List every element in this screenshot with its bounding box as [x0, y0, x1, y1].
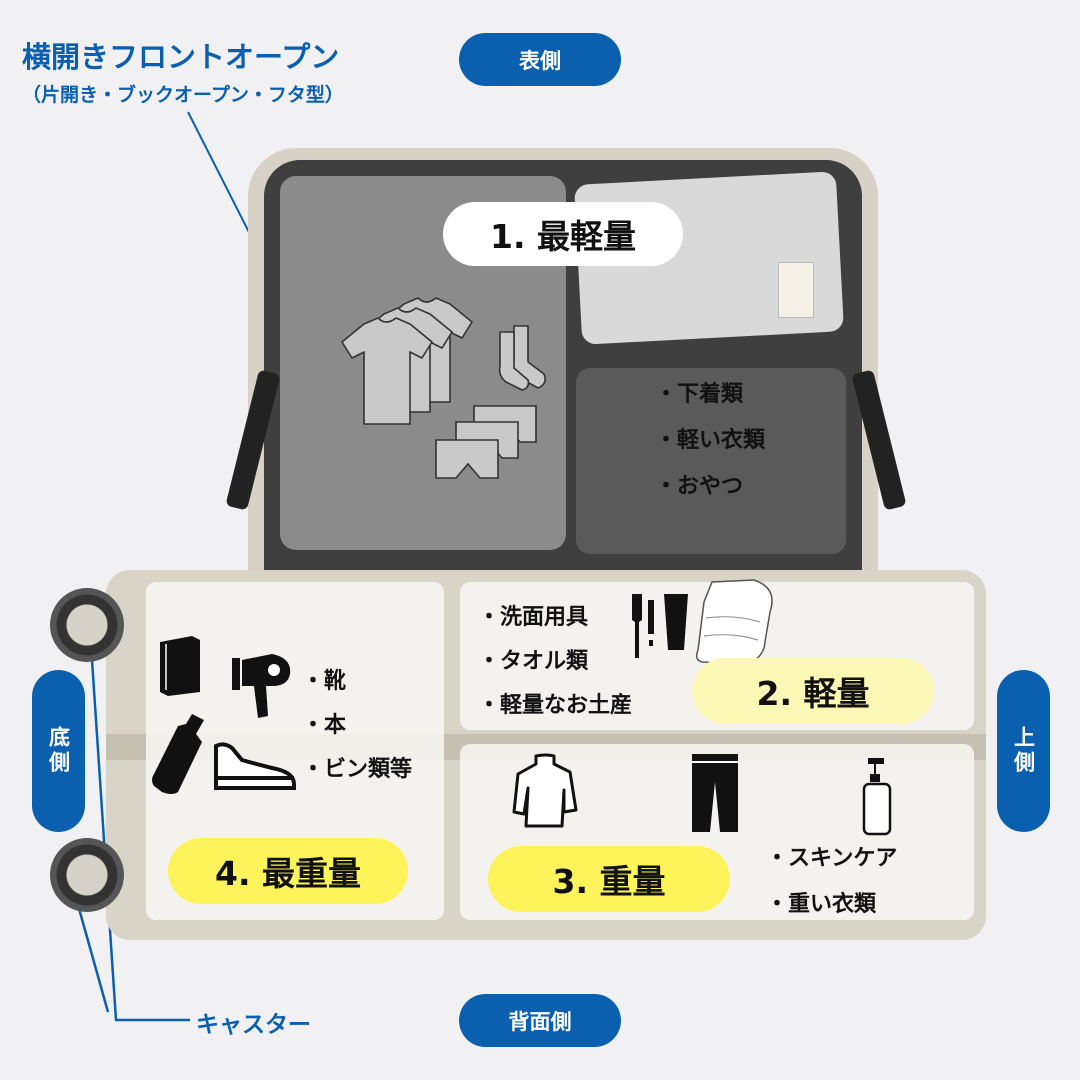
list-item: ・軽い衣類: [655, 428, 766, 453]
list-item: ・靴: [302, 669, 347, 694]
list-item: ・重い衣類: [766, 892, 877, 917]
zone-heaviest-label: 4. 最重量: [168, 838, 408, 904]
hair-dryer-icon: [232, 654, 291, 718]
list-item: ・洗面用具: [478, 605, 589, 630]
page-title: 横開きフロントオープン: [22, 40, 340, 74]
list-item: ・ビン類等: [302, 757, 413, 782]
zone-heaviest-list: ・靴 ・本 ・ビン類等: [302, 660, 412, 792]
caster-label: キャスター: [196, 1012, 311, 1038]
list-item: ・本: [302, 713, 347, 738]
list-item: ・おやつ: [655, 474, 744, 499]
zone-heavy-list: ・スキンケア ・重い衣類: [766, 836, 897, 928]
list-item: ・軽量なお土産: [478, 693, 633, 718]
list-item: ・下着類: [655, 382, 744, 407]
shoe-icon: [214, 742, 296, 790]
front-side-label: 表側: [459, 33, 621, 86]
sweater-icon: [512, 753, 578, 828]
toothbrush-icon: [632, 594, 688, 658]
list-item: ・タオル類: [478, 649, 589, 674]
towel-icon: [695, 579, 773, 665]
page-subtitle: （片開き・ブックオープン・フタ型）: [22, 84, 344, 106]
book-icon: [160, 636, 200, 696]
zone-heavy-label: 3. 重量: [488, 846, 730, 912]
back-side-label: 背面側: [459, 994, 621, 1047]
zone-light-list: ・洗面用具 ・タオル類 ・軽量なお土産: [478, 596, 632, 728]
bottom-side-text: 底側: [46, 726, 71, 776]
top-side-label: 上側: [997, 670, 1050, 832]
packing-cube-bottom-right: [576, 368, 846, 554]
bottle-icon: [152, 714, 204, 794]
underwear-icon: [435, 405, 537, 479]
socks-icon: [498, 325, 546, 391]
packing-tag: [778, 262, 814, 318]
caster-wheel-bottom: [50, 838, 124, 912]
top-side-text: 上側: [1011, 726, 1036, 776]
caster-wheel-top: [50, 588, 124, 662]
pants-icon: [692, 754, 738, 832]
pump-bottle-icon: [862, 758, 892, 836]
zone-light-label: 2. 軽量: [692, 658, 934, 724]
list-item: ・スキンケア: [766, 846, 898, 871]
zone-lightest-label: 1. 最軽量: [443, 202, 683, 266]
zone-lightest-list: ・下着類 ・軽い衣類 ・おやつ: [655, 372, 765, 510]
bottom-side-label: 底側: [32, 670, 85, 832]
tshirt-icon: [341, 297, 473, 425]
